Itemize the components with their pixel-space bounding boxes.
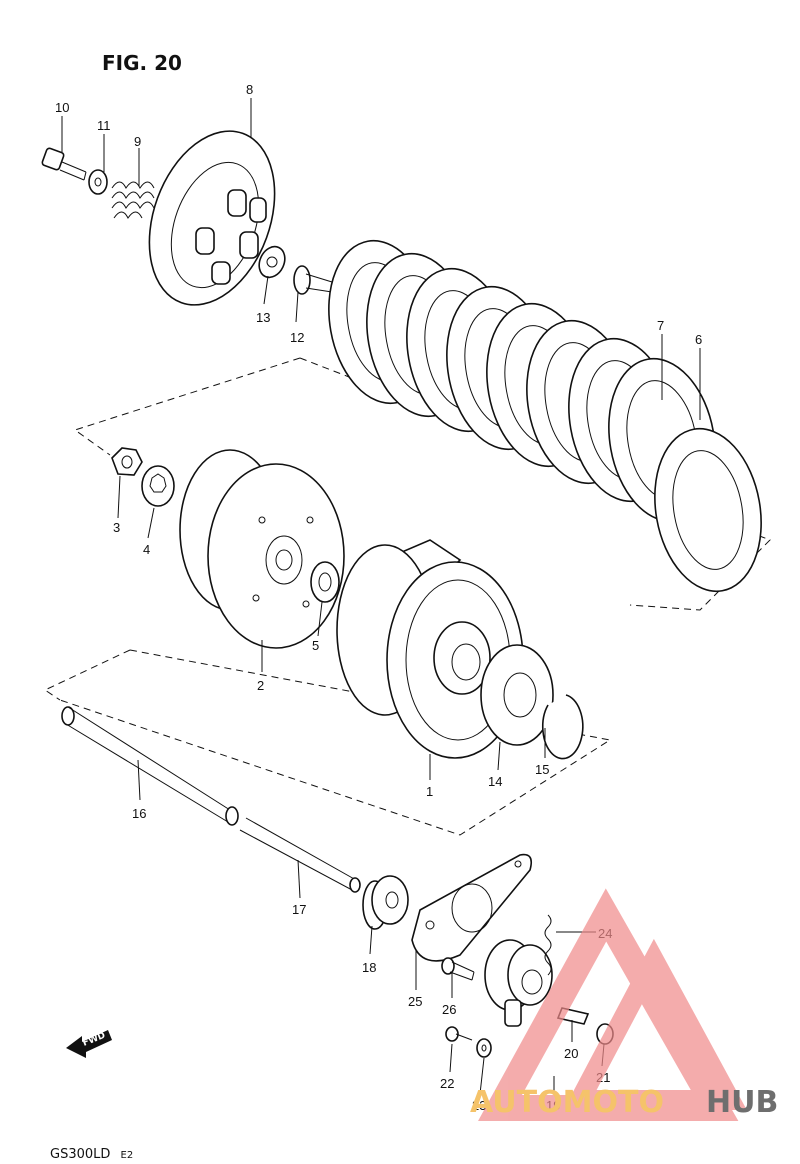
callout-11: 11 [97, 118, 111, 133]
oil-seal-18 [362, 875, 409, 930]
screw-26 [441, 957, 475, 981]
callout-22: 22 [440, 1076, 454, 1091]
fwd-arrow-icon: FWD [66, 1030, 112, 1058]
clutch-spring [111, 181, 155, 219]
callout-10: 10 [55, 100, 69, 115]
washer-23 [476, 1038, 492, 1058]
callout-4: 4 [143, 542, 150, 557]
callout-7: 7 [657, 318, 664, 333]
lock-washer-4 [141, 465, 175, 507]
model-code-suffix: E2 [121, 1150, 134, 1161]
callout-26: 26 [442, 1002, 456, 1017]
callout-5: 5 [312, 638, 319, 653]
callout-1: 1 [426, 784, 433, 799]
release-housing-19 [484, 939, 553, 1027]
nut-3 [111, 447, 143, 476]
primary-drive-gear-14 [480, 644, 554, 746]
callout-20: 20 [564, 1046, 578, 1061]
bearing-13 [258, 245, 286, 279]
callout-2: 2 [257, 678, 264, 693]
watermark-brand-right: HUB [706, 1085, 778, 1120]
callout-13: 13 [256, 310, 270, 325]
friction-plate-stack [328, 239, 762, 593]
thrust-washer-5 [310, 561, 340, 603]
pressure-plate [148, 130, 276, 306]
model-code: GS300LD E2 [50, 1147, 133, 1162]
figure-title: FIG. 20 [102, 51, 182, 75]
circlip-15 [541, 694, 584, 760]
push-rod-16 [61, 706, 239, 826]
callout-6: 6 [695, 332, 702, 347]
model-code-main: GS300LD [50, 1147, 110, 1162]
callout-18: 18 [362, 960, 376, 975]
callout-12: 12 [290, 330, 304, 345]
callout-17: 17 [292, 902, 306, 917]
watermark-logo [478, 888, 747, 1121]
push-piece-12 [293, 265, 333, 295]
callout-23: 23 [472, 1098, 486, 1113]
return-spring-24 [544, 914, 552, 976]
spring-bolt [41, 147, 87, 181]
gasket-25 [411, 853, 533, 962]
push-rod-17 [239, 817, 361, 893]
callout-15: 15 [535, 762, 549, 777]
watermark-brand-left: AUTOMOTO [470, 1085, 664, 1120]
callout-8: 8 [246, 82, 253, 97]
sleeve-hub [179, 449, 345, 649]
callout-14: 14 [488, 774, 502, 789]
washer-11 [88, 169, 108, 195]
screw-22 [445, 1026, 473, 1042]
callout-9: 9 [134, 134, 141, 149]
callout-25: 25 [408, 994, 422, 1009]
callout-3: 3 [113, 520, 120, 535]
callout-16: 16 [132, 806, 146, 821]
